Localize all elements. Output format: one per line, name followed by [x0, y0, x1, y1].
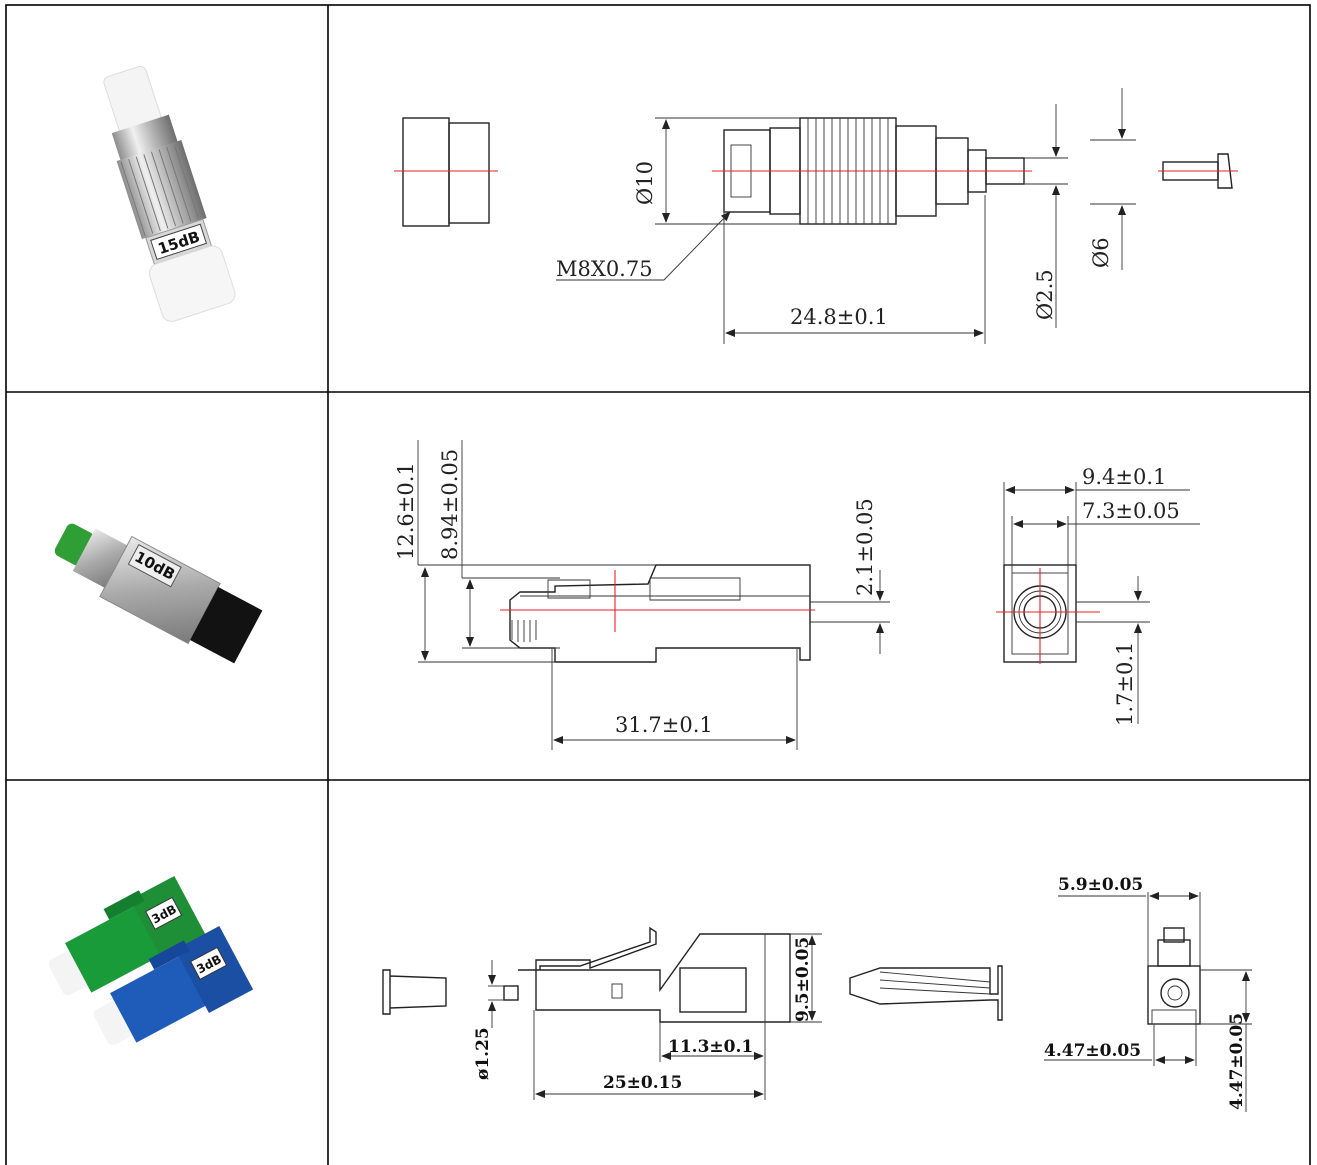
dim-sc-inner-width: 7.3±0.05 [1082, 499, 1180, 523]
lc-attenuator-drawing: ø1.25 25±0.15 11.3±0.1 9.5±0.05 5.9±0.05… [382, 875, 1252, 1112]
dim-lc-end-height: 4.47±0.05 [1227, 1013, 1247, 1110]
sc-attenuator-photo: 10dB [54, 523, 263, 664]
lc-attenuators-photo: 3dB 3dB [48, 875, 254, 1046]
fc-attenuator-drawing: Ø10 M8X0.75 24.8±0.1 Ø2.5 Ø6 [394, 88, 1238, 344]
dim-fc-length: 24.8±0.1 [790, 305, 888, 329]
dim-lc-ferrule: ø1.25 [473, 1027, 493, 1080]
dim-sc-offset: 1.7±0.1 [1113, 642, 1137, 726]
sc-attenuator-drawing: 12.6±0.1 8.94±0.05 2.1±0.05 31.7±0.1 9.4… [394, 440, 1200, 750]
dim-lc-body-length: 11.3±0.1 [668, 1037, 753, 1057]
dim-sc-width: 9.4±0.1 [1082, 465, 1166, 489]
dim-fc-diameter-2-5: Ø2.5 [1033, 269, 1057, 320]
dim-fc-diameter-10: Ø10 [633, 161, 657, 205]
table-grid [5, 4, 1311, 1165]
dim-lc-length: 25±0.15 [603, 1073, 682, 1093]
dim-sc-ferrule: 2.1±0.05 [853, 498, 877, 596]
dim-lc-end-width: 5.9±0.05 [1058, 875, 1143, 895]
dim-sc-inner-height: 8.94±0.05 [438, 449, 462, 560]
dim-sc-height: 12.6±0.1 [394, 462, 418, 560]
dim-fc-thread: M8X0.75 [556, 257, 653, 281]
dim-sc-length: 31.7±0.1 [615, 713, 713, 737]
dim-lc-height: 9.5±0.05 [793, 937, 813, 1022]
fc-attenuator-photo: 15dB [103, 65, 236, 322]
dim-fc-diameter-6: Ø6 [1089, 237, 1113, 268]
dim-lc-inner-width: 4.47±0.05 [1044, 1041, 1141, 1061]
